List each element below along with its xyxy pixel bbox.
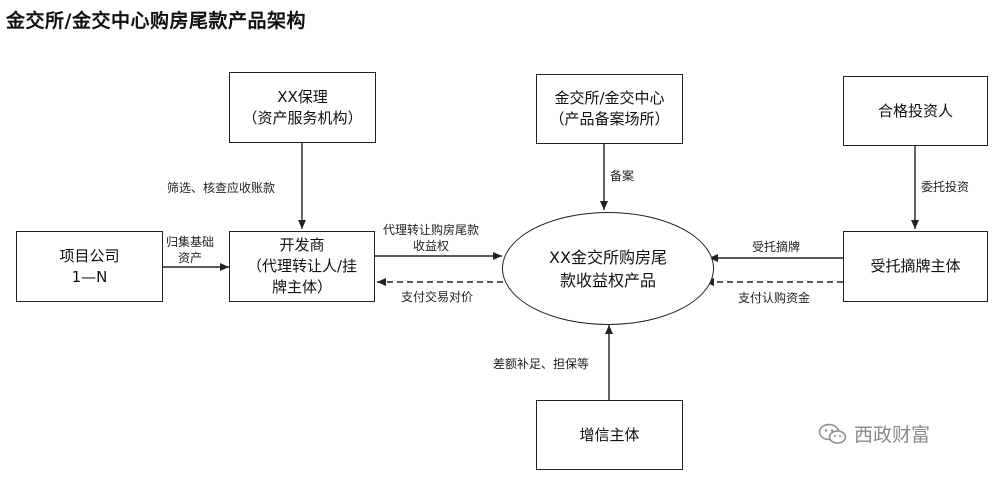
edge-label-support: 差额补足、担保等 xyxy=(493,357,590,371)
edge-label-pay-subscription: 支付认购资金 xyxy=(738,291,811,305)
node-project: 项目公司 1—N xyxy=(16,231,163,302)
node-exchange: 金交所/金交中心 （产品备案场所） xyxy=(536,74,683,144)
edge-label-collect-line2: 资产 xyxy=(178,251,203,265)
edge-label-filing: 备案 xyxy=(610,169,635,183)
node-exchange-line2: （产品备案场所） xyxy=(549,110,670,128)
edge-label-transfer-line1: 代理转让购房尾款 xyxy=(383,223,480,237)
node-developer-line1: 开发商 xyxy=(279,236,325,254)
node-trustee-line1: 受托摘牌主体 xyxy=(870,257,961,275)
watermark-text: 西政财富 xyxy=(854,424,931,446)
edge-label-transfer: 代理转让购房尾款 收益权 xyxy=(383,222,479,254)
edge-label-pay-consideration: 支付交易对价 xyxy=(401,290,474,304)
node-credit-line1: 增信主体 xyxy=(579,425,640,444)
node-project-line1: 项目公司 xyxy=(59,246,120,265)
node-developer-line2: （代理转让人/挂 xyxy=(246,257,358,275)
edge-label-collect: 归集基础 资产 xyxy=(166,234,214,266)
node-project-line2: 1—N xyxy=(71,267,108,286)
page-title: 金交所/金交中心购房尾款产品架构 xyxy=(6,10,306,32)
edge-label-accept: 受托摘牌 xyxy=(752,240,801,254)
node-product: XX金交所购房尾 款收益权产品 xyxy=(502,212,714,325)
node-factoring: XX保理 （资产服务机构） xyxy=(229,72,376,143)
node-investor-line1: 合格投资人 xyxy=(877,101,953,120)
node-developer-line3: 牌主体） xyxy=(271,278,332,296)
node-trustee: 受托摘牌主体 xyxy=(843,231,988,302)
watermark: 西政财富 xyxy=(818,420,930,447)
edge-label-transfer-line2: 收益权 xyxy=(413,239,450,253)
edge-label-collect-line1: 归集基础 xyxy=(166,235,215,249)
node-product-line2: 款收益权产品 xyxy=(559,270,656,290)
node-developer: 开发商 （代理转让人/挂 牌主体） xyxy=(229,231,375,302)
node-exchange-line1: 金交所/金交中心 xyxy=(554,89,665,107)
wechat-icon xyxy=(818,423,847,444)
edge-label-screen: 筛选、核查应收账款 xyxy=(167,181,276,195)
node-factoring-line2: （资产服务机构） xyxy=(242,108,363,127)
node-investor: 合格投资人 xyxy=(843,76,988,146)
node-product-line1: XX金交所购房尾 xyxy=(549,247,667,267)
node-credit: 增信主体 xyxy=(536,400,683,470)
edge-label-entrust: 委托投资 xyxy=(921,180,970,194)
node-factoring-line1: XX保理 xyxy=(277,87,328,106)
